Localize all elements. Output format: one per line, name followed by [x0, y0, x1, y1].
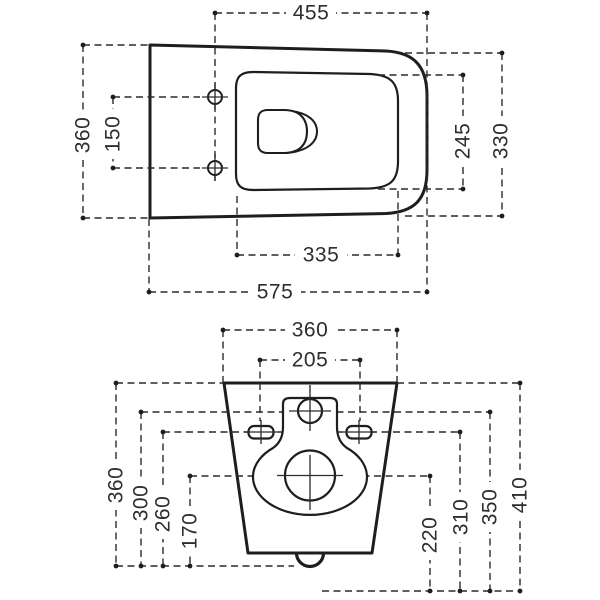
bowl-opening-outline: [256, 108, 309, 155]
dot: [113, 563, 119, 569]
label-pad: [285, 349, 335, 371]
dot: [460, 186, 466, 192]
label-pad: [285, 319, 335, 341]
front-dim-endpoints: [113, 327, 523, 594]
bowl-opening-outer-arc: [290, 110, 319, 154]
dot: [460, 72, 466, 78]
dim-300-label: 300: [130, 485, 153, 522]
dot: [187, 563, 193, 569]
dim-350-label: 350: [479, 489, 502, 526]
dim-245-label: 245: [452, 123, 475, 160]
dot: [80, 215, 86, 221]
dot: [212, 10, 218, 16]
dim-150-label: 150: [102, 116, 125, 153]
label-pad: [452, 116, 474, 166]
front-dim-labels: 360 205 360 300 260 170: [105, 319, 532, 560]
dim-335-label: 335: [303, 244, 340, 267]
drain-outlet-arc: [294, 552, 326, 569]
dot: [110, 94, 116, 100]
dot: [357, 357, 363, 363]
seat-fixing-holes: [202, 83, 228, 181]
dot: [427, 473, 433, 479]
dot: [424, 289, 430, 295]
label-pad: [152, 489, 174, 539]
dim-170-label: 170: [179, 513, 202, 550]
label-pad: [509, 470, 531, 520]
dot: [457, 429, 463, 435]
plan-dim-labels: 455 360 150 245 330 335: [72, 2, 513, 304]
dot: [499, 50, 505, 56]
dot: [517, 380, 523, 386]
label-pad: [479, 482, 501, 532]
dot: [257, 357, 263, 363]
label-pad: [490, 116, 512, 166]
dot: [487, 409, 493, 415]
dim-205-label: 205: [292, 349, 329, 372]
dot: [234, 252, 240, 258]
label-pad: [295, 244, 347, 266]
dot: [113, 380, 119, 386]
dot: [517, 588, 523, 594]
dim-360-left-label: 360: [72, 117, 95, 154]
dot: [457, 588, 463, 594]
dot: [80, 42, 86, 48]
label-pad: [179, 506, 201, 556]
dot: [499, 213, 505, 219]
label-pad: [286, 2, 336, 24]
dim-220-label: 220: [419, 517, 442, 554]
front-crosshairs: [244, 392, 376, 510]
dot: [138, 409, 144, 415]
dot: [160, 563, 166, 569]
label-pad: [450, 492, 472, 542]
dim-410-label: 410: [509, 477, 532, 514]
dot: [220, 327, 226, 333]
dot: [110, 165, 116, 171]
plan-view-drawing: 455 360 150 245 330 335: [72, 2, 513, 304]
dim-575-label: 575: [257, 281, 294, 304]
dot: [395, 252, 401, 258]
dim-260-label: 260: [152, 496, 175, 533]
dot: [160, 429, 166, 435]
dot: [424, 10, 430, 16]
label-pad: [105, 460, 127, 510]
front-view-drawing: 360 205 360 300 260 170: [105, 319, 532, 594]
plan-dim-endpoints: [80, 10, 505, 295]
label-pad: [419, 510, 441, 560]
dot: [138, 563, 144, 569]
label-pad: [102, 109, 124, 159]
dim-360-top-label: 360: [292, 319, 329, 342]
dot: [146, 289, 152, 295]
label-pad: [72, 110, 94, 160]
dim-330-label: 330: [490, 123, 513, 160]
dot: [427, 588, 433, 594]
dot: [187, 473, 193, 479]
dim-310-label: 310: [450, 499, 473, 536]
label-pad: [249, 281, 301, 303]
dot: [487, 588, 493, 594]
label-pad: [130, 478, 152, 528]
dot: [394, 327, 400, 333]
dim-455-label: 455: [293, 2, 330, 25]
dim-360-height-label: 360: [105, 467, 128, 504]
